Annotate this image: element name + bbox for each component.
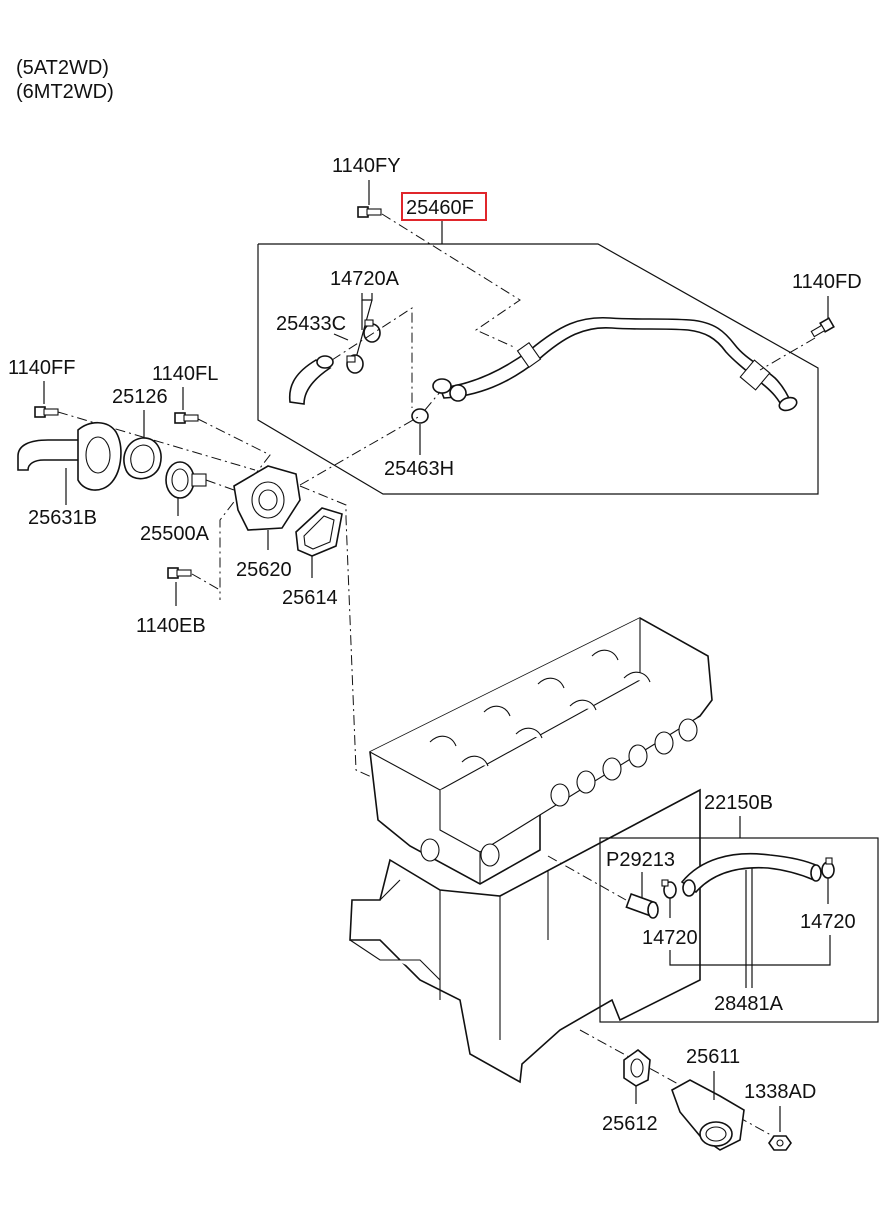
dash-housing-up <box>299 415 421 486</box>
part-label-25433c[interactable]: 25433C <box>276 313 346 335</box>
bolt-icon <box>810 317 835 338</box>
water-outlet-group: 25612 25611 1338AD <box>579 1029 816 1151</box>
dash-thermostat <box>205 479 235 491</box>
hose-box-outline <box>599 837 879 1023</box>
leader-14720a <box>361 293 373 301</box>
thermostat-icon <box>165 461 207 499</box>
variant-label-5at2wd: (5AT2WD) <box>16 57 109 79</box>
highlight-box-25460f[interactable] <box>401 192 487 221</box>
hose-clamp-icon <box>363 319 381 343</box>
leader-25433c <box>333 333 349 341</box>
part-label-25500a[interactable]: 25500A <box>140 523 210 545</box>
part-label-1140fy[interactable]: 1140FY <box>332 155 401 177</box>
part-label-25460f[interactable]: 25460F <box>406 197 474 219</box>
part-label-25614[interactable]: 25614 <box>282 587 338 609</box>
pipe-assembly-group: 25460F 1140FY 1140FD 14720A <box>257 155 862 495</box>
bolt-icon <box>357 206 382 218</box>
assembly-outline <box>257 243 819 495</box>
engine-block-icon <box>349 617 713 1084</box>
hose-clamp-icon <box>346 354 364 374</box>
bolt-icon <box>174 412 199 424</box>
bolt-icon <box>34 406 59 418</box>
gasket-icon <box>123 437 162 480</box>
dash-o-ring <box>424 391 441 411</box>
part-label-14720a[interactable]: 14720A <box>330 268 400 290</box>
part-label-14720-right[interactable]: 14720 <box>800 911 856 933</box>
part-label-28481a[interactable]: 28481A <box>714 993 784 1015</box>
dash-1140ff <box>57 411 256 471</box>
o-ring-icon <box>411 408 429 424</box>
dash-hose-clamps <box>331 307 413 408</box>
part-label-1140ff[interactable]: 1140FF <box>8 357 75 379</box>
nut-icon <box>768 1135 792 1151</box>
hose-clamp-icon <box>821 857 835 879</box>
bypass-hose-group: 22150B P29213 14720 14720 28481A <box>547 792 879 1023</box>
part-label-1140eb[interactable]: 1140EB <box>136 615 206 637</box>
heater-pipe-icon <box>432 316 798 412</box>
gasket-icon <box>623 1048 651 1087</box>
part-label-p29213[interactable]: P29213 <box>606 849 675 871</box>
hose-icon <box>680 852 822 897</box>
dash-housing-engine <box>299 485 401 791</box>
variant-label-6mt2wd: (6MT2WD) <box>16 81 114 103</box>
part-label-14720-left[interactable]: 14720 <box>642 927 698 949</box>
part-label-25126[interactable]: 25126 <box>112 386 168 408</box>
part-label-22150b[interactable]: 22150B <box>704 792 773 814</box>
thermostat-housing-icon <box>233 465 301 531</box>
bolt-icon <box>167 567 192 579</box>
part-label-25612[interactable]: 25612 <box>602 1113 658 1135</box>
dash-1140fd <box>759 337 816 371</box>
bracket-14720 <box>669 935 831 966</box>
part-label-1140fl[interactable]: 1140FL <box>152 363 218 385</box>
gasket-icon <box>295 507 343 557</box>
inlet-pipe-icon <box>17 421 122 491</box>
part-label-25631b[interactable]: 25631B <box>28 507 97 529</box>
part-label-25611[interactable]: 25611 <box>686 1046 740 1068</box>
water-outlet-icon <box>671 1079 745 1151</box>
thermostat-group: 1140FF 25126 1140FL 25631B <box>8 357 421 791</box>
dash-1140fy-to-pipe <box>381 213 521 349</box>
dash-engine-to-fitting <box>547 855 627 901</box>
part-label-25620[interactable]: 25620 <box>236 559 292 581</box>
dash-1140eb <box>191 573 221 591</box>
part-label-1338ad[interactable]: 1338AD <box>744 1081 816 1103</box>
fitting-icon <box>625 892 659 919</box>
small-hose-icon <box>288 355 334 405</box>
part-label-25463h[interactable]: 25463H <box>384 458 454 480</box>
part-label-1140fd[interactable]: 1140FD <box>792 271 862 293</box>
